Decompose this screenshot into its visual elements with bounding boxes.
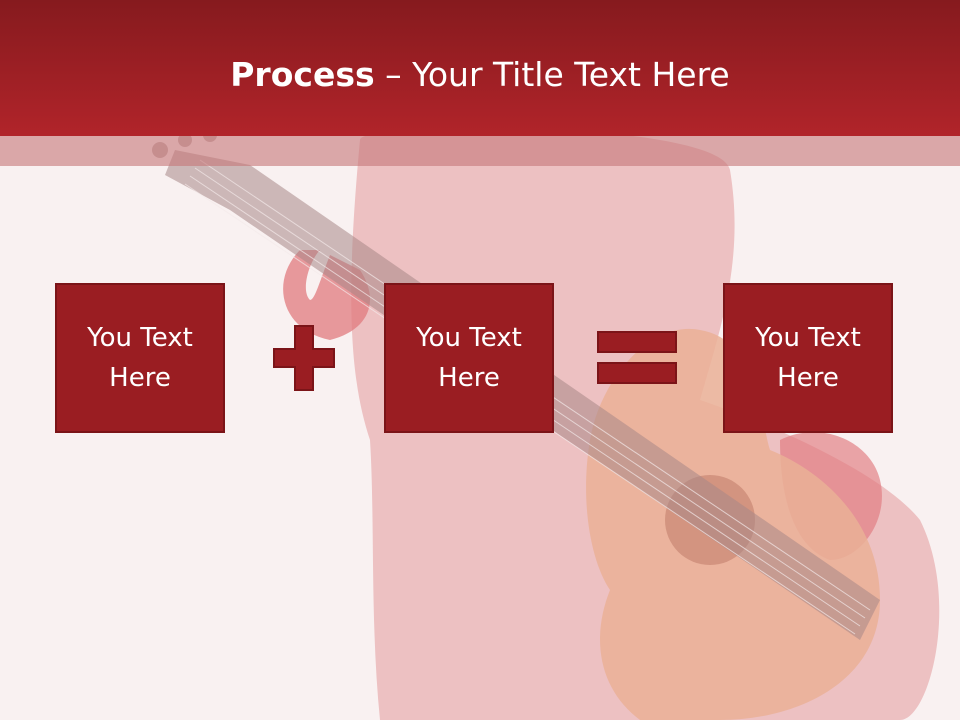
process-box-1[interactable]: You Text Here [55,283,225,433]
process-box-3-text: You Text Here [755,323,861,393]
title-bar [0,0,960,136]
slide-title: Process – Your Title Text Here [0,50,960,100]
process-box-1-text: You Text Here [87,323,193,393]
process-box-3[interactable]: You Text Here [723,283,893,433]
slide-title-bold: Process [230,55,375,94]
process-box-2[interactable]: You Text Here [384,283,554,433]
plus-icon [273,325,335,391]
title-bar-strip [0,136,960,166]
process-box-2-text: You Text Here [416,323,522,393]
slide-title-rest: – Your Title Text Here [374,55,730,94]
equals-icon [597,331,677,384]
